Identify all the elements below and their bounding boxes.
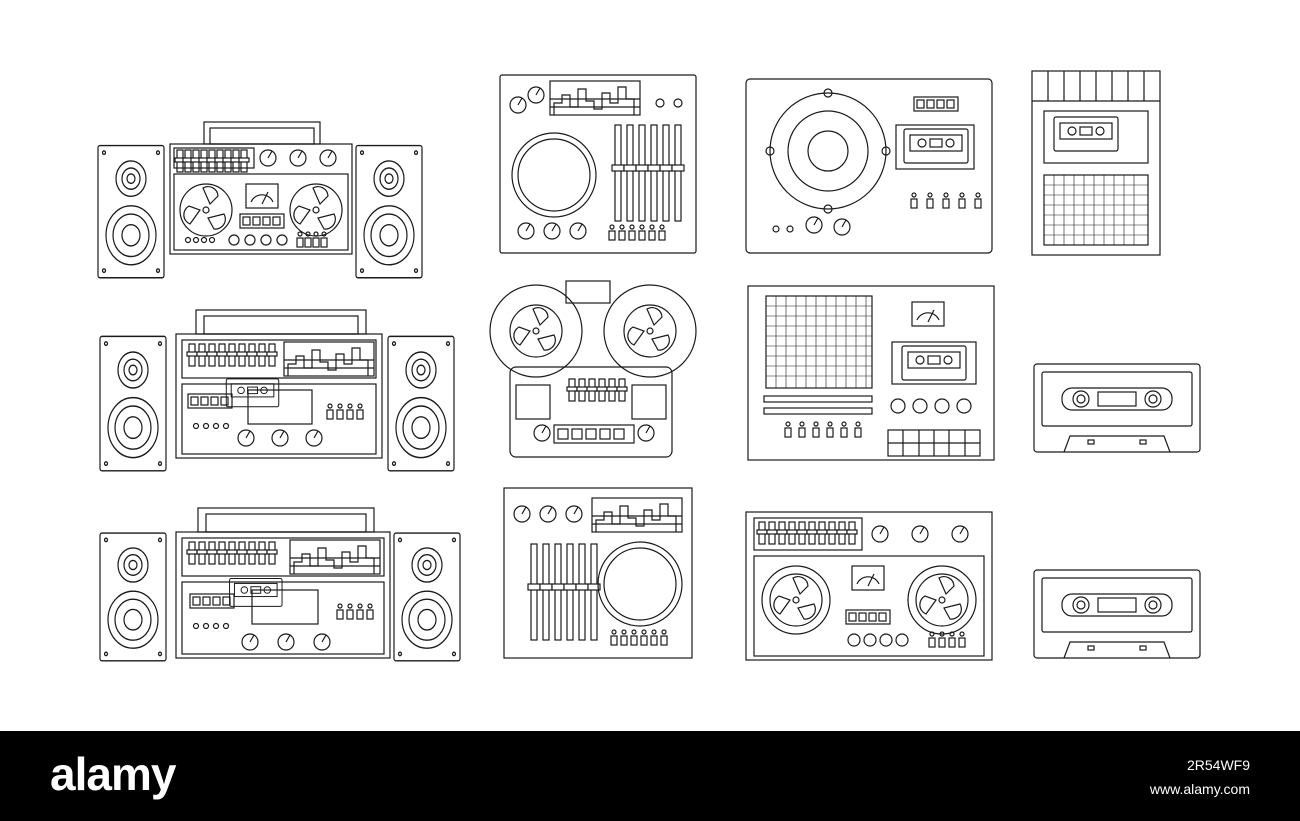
cassette-deck-speaker bbox=[745, 78, 993, 254]
boombox-equalizer-cassette-2 bbox=[99, 507, 461, 662]
reel-deck-panel bbox=[745, 511, 993, 661]
image-id-label: 2R54WF9 bbox=[1186, 757, 1250, 773]
site-url-label: www.alamy.com bbox=[1149, 781, 1250, 797]
reel-to-reel-tape-recorder bbox=[489, 280, 697, 458]
equalizer-mixer-panel bbox=[503, 487, 693, 659]
reel-deck-equalizer-panel bbox=[499, 74, 697, 254]
cassette-deck-grille bbox=[747, 285, 995, 461]
portable-cassette-recorder bbox=[1031, 70, 1161, 256]
cassette-tape bbox=[1033, 363, 1201, 453]
boombox-reel-to-reel bbox=[97, 121, 423, 279]
alamy-logo: alamy bbox=[50, 748, 176, 800]
boombox-equalizer-cassette bbox=[99, 309, 455, 472]
cassette-tape-2 bbox=[1033, 569, 1201, 659]
watermark-footer: alamy 2R54WF9 www.alamy.com bbox=[0, 731, 1300, 821]
illustration-canvas bbox=[97, 70, 1201, 662]
